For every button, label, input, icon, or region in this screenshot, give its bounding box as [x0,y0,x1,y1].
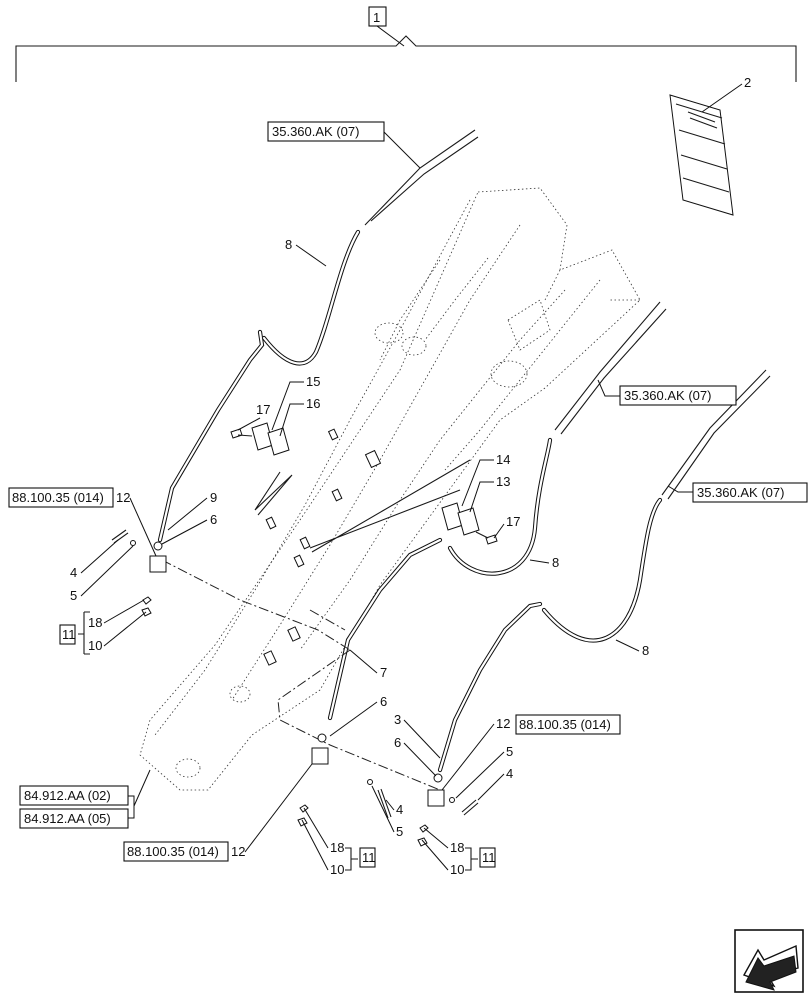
block-12-bottom [311,747,329,765]
callout-5b: 5 [396,824,403,839]
block-12-right [427,789,445,807]
kit-bracket-left[interactable]: 11 [59,611,90,655]
boom-clamps [263,428,382,666]
callout-5c: 5 [506,744,513,759]
svg-text:35.360.AK (07): 35.360.AK (07) [624,388,711,403]
callout-6b: 6 [380,694,387,709]
block-connectors [149,541,445,807]
callout-10c: 10 [450,862,464,877]
callout-6a: 6 [210,512,217,527]
callout-18c: 18 [450,840,464,855]
flexible-hoses [261,229,663,643]
callout-15: 15 [306,374,320,389]
callout-18a: 18 [88,615,102,630]
callout-14: 14 [496,452,510,467]
callout-17b: 17 [506,514,520,529]
svg-text:84.912.AA (05): 84.912.AA (05) [24,811,111,826]
svg-text:35.360.AK (07): 35.360.AK (07) [272,124,359,139]
assembly-number: 1 [373,10,380,25]
callout-8b: 8 [552,555,559,570]
callout-8a: 8 [285,237,292,252]
callout-6c: 6 [394,735,401,750]
svg-text:11: 11 [362,850,376,865]
clamp-assemblies [230,422,498,553]
callout-16: 16 [306,396,320,411]
hardware-bolts [111,529,479,847]
svg-text:88.100.35 (014): 88.100.35 (014) [127,844,219,859]
kit-bracket-bottom-left[interactable]: 11 [345,847,376,871]
ref-88-right[interactable]: 88.100.35 (014) [515,714,621,735]
next-page-arrow-icon[interactable] [734,929,804,993]
svg-text:35.360.AK (07): 35.360.AK (07) [697,485,784,500]
callout-12c: 12 [496,716,510,731]
callout-12a: 12 [116,490,130,505]
manual-booklet[interactable]: 2 [669,75,751,216]
svg-text:11: 11 [482,850,496,865]
continuing-lines [364,129,771,500]
callout-4c: 4 [506,766,513,781]
callout-4a: 4 [70,565,77,580]
svg-text:88.100.35 (014): 88.100.35 (014) [12,490,104,505]
callout-3: 3 [394,712,401,727]
callout-2: 2 [744,75,751,90]
callout-8c: 8 [642,643,649,658]
ref-hose-right[interactable]: 35.360.AK (07) [667,482,808,503]
svg-text:88.100.35 (014): 88.100.35 (014) [519,717,611,732]
alignment-lines [161,559,441,791]
callout-10b: 10 [330,862,344,877]
ref-88-bottom[interactable]: 88.100.35 (014) [123,841,229,862]
ref-hose-top[interactable]: 35.360.AK (07) [267,121,421,169]
svg-text:11: 11 [62,627,76,642]
callout-9: 9 [210,490,217,505]
block-12-left [149,555,167,573]
svg-text:84.912.AA (02): 84.912.AA (02) [24,788,111,803]
callout-13: 13 [496,474,510,489]
boom-arm [139,187,641,791]
callout-12b: 12 [231,844,245,859]
ref-hose-mid[interactable]: 35.360.AK (07) [597,379,737,406]
hydraulic-tubes [157,329,543,773]
assembly-bracket: 1 [15,6,797,82]
callout-5a: 5 [70,588,77,603]
kit-bracket-bottom-right[interactable]: 11 [465,847,496,871]
ref-84-2[interactable]: 84.912.AA (05) [19,808,129,829]
callout-10a: 10 [88,638,102,653]
callout-18b: 18 [330,840,344,855]
ref-84-1[interactable]: 84.912.AA (02) [19,785,129,806]
ref-88-left[interactable]: 88.100.35 (014) [8,487,114,508]
callout-4b: 4 [396,802,403,817]
callout-7: 7 [380,665,387,680]
callout-17a: 17 [256,402,270,417]
